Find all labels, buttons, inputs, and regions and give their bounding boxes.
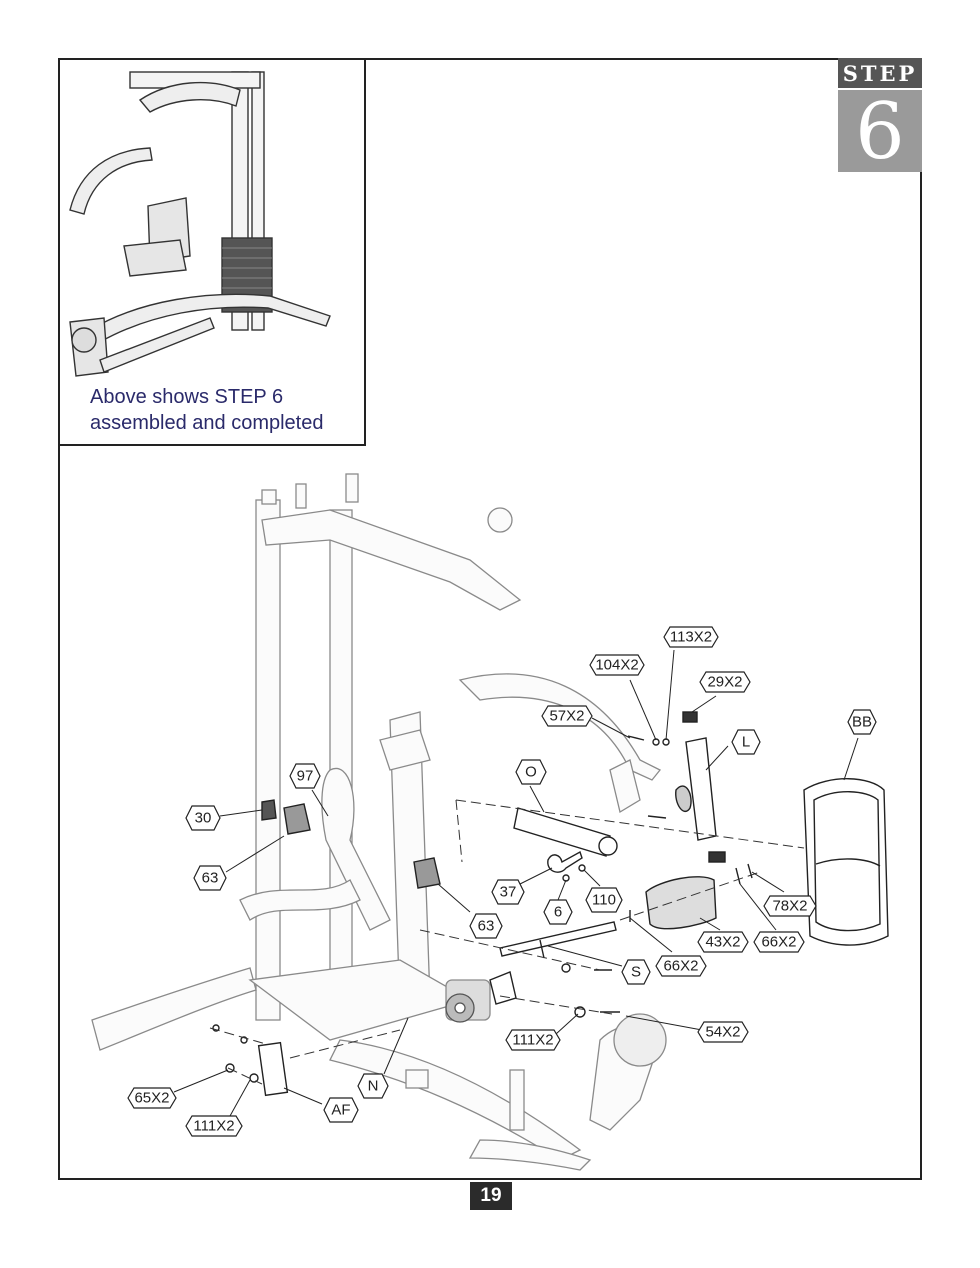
callout-66x2-right: 66X2 [761,934,796,951]
bracket-near-s [489,971,517,1005]
tube-o [513,807,611,857]
callout-54x2: 54X2 [705,1024,740,1041]
callout-hex-65x2 [127,1087,177,1109]
callout-hex-o [515,759,547,785]
part-30 [261,799,277,821]
bracket-af [257,1041,289,1097]
completed-assembly-inset [58,58,366,446]
callout-hex-111x2a [505,1029,561,1051]
bar-s [499,921,617,957]
callout-63-lower: 63 [478,918,495,935]
callout-110: 110 [592,892,616,909]
callout-hex-43x2 [697,931,749,953]
base-plate [248,959,472,1041]
page-frame [58,58,922,1180]
callout-78x2: 78X2 [772,898,807,915]
callout-hex-110 [585,887,623,913]
callout-65x2: 65X2 [134,1090,169,1107]
press-arm [458,673,662,781]
part-63-lower [413,857,441,889]
callout-hex-6 [543,899,573,925]
callout-l: L [742,734,750,751]
callout-n: N [368,1078,379,1095]
back-pad-bb [803,778,889,946]
rear-upright [329,509,353,981]
inset-caption-line2: assembled and completed [90,412,324,434]
step-word: STEP [842,61,918,86]
step-number: 6 [838,90,922,174]
callout-hex-l [731,729,761,755]
callout-hex-111x2b [185,1115,243,1137]
callout-37: 37 [500,884,517,901]
callout-hex-57x2 [541,705,593,727]
callout-hex-66x2a [655,955,707,977]
callout-hex-104x2 [589,654,645,676]
part-63-upper [283,803,311,835]
callout-hex-30 [185,805,221,831]
bracket-l [685,737,717,841]
callout-hex-s [621,959,651,985]
callout-66x2-left: 66X2 [663,958,698,975]
callout-hex-bb [847,709,877,735]
callout-111x2-upper: 111X2 [512,1032,553,1049]
inset-caption: Above shows STEP 6 assembled and complet… [90,384,323,436]
callout-bb: BB [852,714,872,731]
pad-43 [645,876,717,930]
callout-s: S [631,964,641,981]
callout-63-upper: 63 [202,870,219,887]
callout-hex-63a [193,865,227,891]
callout-29x2: 29X2 [707,674,742,691]
callout-hex-97 [289,763,321,789]
callout-57x2: 57X2 [549,708,584,725]
callout-hex-29x2 [699,671,751,693]
callout-hex-37 [491,879,525,905]
callout-104x2: 104X2 [595,657,638,674]
callout-hex-78x2 [763,895,817,917]
callout-30: 30 [195,810,212,827]
callout-hex-63b [469,913,503,939]
top-boom [261,509,522,611]
callout-o: O [525,764,537,781]
callout-hex-af [323,1097,359,1123]
callout-6: 6 [554,904,562,921]
front-rail [329,1039,582,1161]
callout-af: AF [331,1102,350,1119]
left-upright [255,499,281,1021]
callout-43x2: 43X2 [705,934,740,951]
inset-caption-line1: Above shows STEP 6 [90,386,284,408]
pin-37 [547,850,583,873]
callout-hex-54x2 [697,1021,749,1043]
callout-hex-66x2b [753,931,805,953]
base-rail-left [91,967,257,1051]
swivel-arm [321,767,391,931]
callout-97: 97 [297,768,314,785]
callout-111x2-lower: 111X2 [193,1118,234,1135]
callout-hex-n [357,1073,389,1099]
page-number: 19 [470,1182,512,1210]
callout-hex-113x2 [663,626,719,648]
callout-113x2: 113X2 [670,629,712,646]
